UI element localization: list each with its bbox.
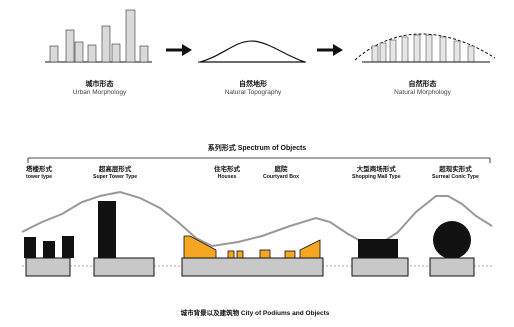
urban-bar bbox=[49, 45, 59, 63]
caption-en: Urban Morphology bbox=[72, 89, 127, 97]
urban-bar bbox=[101, 25, 111, 63]
type-label-surreal: 超现实形式 Surreal Conic Type bbox=[432, 166, 479, 180]
urban-morphology-diagram bbox=[45, 9, 152, 63]
tower-type-model bbox=[24, 236, 74, 277]
arrow-right-icon bbox=[166, 44, 192, 56]
caption-zh: 自然形态 bbox=[408, 81, 437, 88]
courtyard-block bbox=[284, 250, 296, 259]
urban-bar bbox=[139, 45, 149, 63]
house-block bbox=[227, 250, 235, 259]
caption-en: Natural Morphology bbox=[394, 89, 451, 97]
urban-bar bbox=[87, 44, 97, 63]
super-tower-block bbox=[98, 201, 116, 258]
house-block bbox=[259, 249, 271, 259]
type-en: Surreal Conic Type bbox=[432, 173, 479, 180]
type-label-mall: 大型商场形式 Shopping Mall Type bbox=[352, 166, 401, 180]
natural-topography-caption: 自然地形 Natural Topography bbox=[203, 81, 303, 97]
mall-block bbox=[358, 239, 398, 258]
caption-zh: 城市形态 bbox=[85, 81, 114, 88]
terrain-line bbox=[21, 190, 493, 248]
type-zh: 住宅形式 bbox=[214, 166, 240, 173]
urban-bar bbox=[111, 43, 121, 63]
type-en: Super Tower Type bbox=[93, 173, 138, 180]
podium bbox=[93, 257, 155, 277]
type-en: Shopping Mall Type bbox=[352, 173, 401, 180]
urban-bar bbox=[65, 29, 75, 63]
houses-courtyard-model bbox=[181, 235, 324, 277]
type-label-tower: 塔楼形式 tower type bbox=[26, 166, 52, 180]
podium bbox=[181, 257, 324, 277]
caption-zh: 自然地形 bbox=[239, 81, 267, 88]
super-tower-model bbox=[93, 201, 155, 277]
tower-block bbox=[43, 241, 55, 258]
shopping-mall-model bbox=[351, 239, 409, 277]
type-label-super-tower: 超高层形式 Super Tower Type bbox=[93, 166, 137, 180]
type-zh: 大型商场形式 bbox=[356, 166, 396, 173]
spectrum-title: 系列形式 Spectrum of Objects bbox=[207, 145, 307, 152]
type-zh: 超高层形式 bbox=[98, 166, 132, 173]
tower-block bbox=[24, 237, 36, 258]
arrow-right-icon bbox=[317, 44, 343, 56]
urban-bar bbox=[74, 41, 84, 63]
type-en: Houses bbox=[217, 173, 237, 180]
type-label-houses: 住宅形式 Houses bbox=[214, 166, 240, 180]
urban-bar bbox=[125, 9, 136, 63]
type-zh: 庭院 bbox=[274, 166, 288, 173]
type-zh: 超现实形式 bbox=[439, 166, 472, 173]
urban-morphology-caption: 城市形态 Urban Morphology bbox=[52, 81, 147, 97]
type-en: tower type bbox=[26, 173, 52, 180]
podium bbox=[429, 257, 475, 277]
podium bbox=[25, 257, 71, 277]
type-label-courtyard: 庭院 Courtyard Box bbox=[263, 166, 299, 180]
caption-en: Natural Topography bbox=[224, 89, 282, 97]
footer-title: 城市背景以及建筑物 City of Podiums and Objects bbox=[180, 310, 330, 317]
type-zh: 塔楼形式 bbox=[26, 166, 52, 173]
natural-topography-diagram bbox=[198, 40, 306, 63]
natural-morphology-caption: 自然形态 Natural Morphology bbox=[370, 81, 475, 97]
tower-block bbox=[62, 236, 74, 258]
spectrum-bracket bbox=[27, 157, 491, 163]
courtyard-block bbox=[299, 239, 321, 259]
podium bbox=[351, 257, 409, 277]
surreal-conic-model bbox=[429, 221, 475, 277]
type-en: Courtyard Box bbox=[263, 173, 300, 180]
natural-morphology-diagram bbox=[354, 33, 496, 63]
house-block bbox=[236, 250, 244, 259]
sphere-block bbox=[433, 221, 471, 259]
